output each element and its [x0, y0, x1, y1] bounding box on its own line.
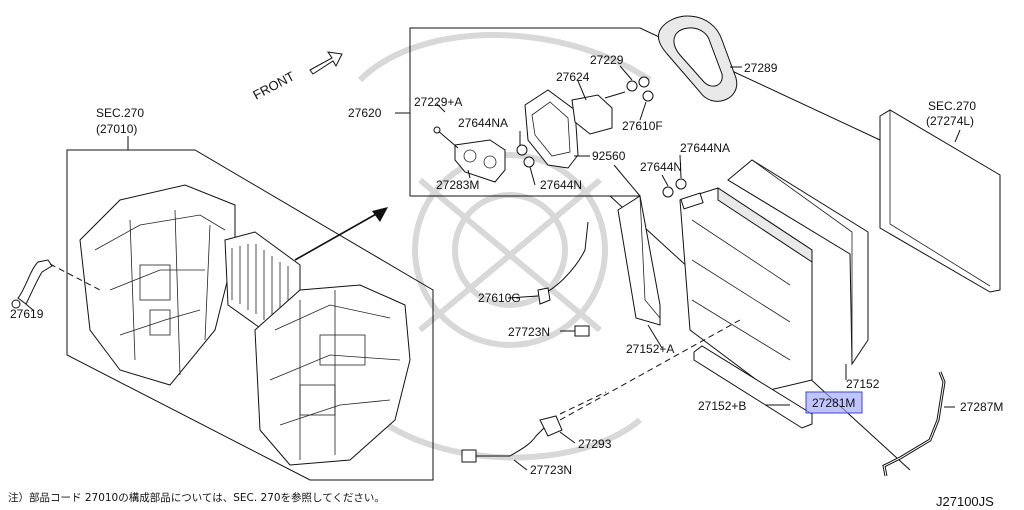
label-27229[interactable]: 27229 [590, 53, 624, 67]
label-27610f[interactable]: 27610F [622, 119, 663, 133]
label-sec270-27274l: SEC.270 [928, 99, 976, 113]
label-27723n-top[interactable]: 27723N [508, 325, 550, 339]
leader-lines [25, 65, 961, 471]
label-sec270-27010: SEC.270 [96, 106, 144, 120]
label-27644na-mid[interactable]: 27644NA [680, 141, 730, 155]
valve-block-27283m-part [433, 126, 506, 183]
label-27289[interactable]: 27289 [744, 61, 778, 75]
housing-outline-box [66, 149, 434, 481]
label-27283m[interactable]: 27283M [436, 178, 479, 192]
drain-hose-27287m-part [882, 371, 946, 477]
housing-front-half [79, 184, 236, 386]
label-27010: (27010) [96, 122, 137, 136]
front-label: FRONT [250, 68, 297, 102]
label-27229a[interactable]: 27229+A [414, 95, 462, 109]
sensor-harness-parts [461, 221, 741, 463]
highlight-27281m[interactable] [805, 391, 863, 414]
label-27723n-bottom[interactable]: 27723N [530, 463, 572, 477]
label-92560[interactable]: 92560 [592, 149, 626, 163]
evaporator-core-part [679, 187, 813, 391]
label-27619[interactable]: 27619 [10, 307, 44, 321]
watermark-emblem [357, 32, 652, 461]
label-27620[interactable]: 27620 [348, 106, 382, 120]
insulator-27152-part [727, 159, 869, 366]
cover-92560-part [524, 89, 579, 169]
front-direction-indicator: FRONT [250, 51, 343, 103]
label-27610g[interactable]: 27610G [478, 291, 521, 305]
heater-unit-group [11, 149, 434, 481]
diagram-code: J27100JS [936, 494, 994, 509]
hose-27619-part [11, 259, 101, 309]
label-27281m[interactable]: 27281M [812, 396, 855, 410]
insulator-27152a-part [617, 195, 661, 326]
seal-27289-part [657, 15, 738, 102]
insulator-27152b-part [693, 345, 813, 429]
label-27293[interactable]: 27293 [578, 437, 612, 451]
label-27152[interactable]: 27152 [846, 377, 880, 391]
part-labels: SEC.270 (27010) 27619 27620 27229+A 2764… [10, 53, 1003, 477]
label-27624[interactable]: 27624 [556, 70, 590, 84]
label-27274l: (27274L) [926, 114, 974, 128]
housing-rear-half [254, 284, 411, 466]
filter-27274l-part [879, 109, 1001, 293]
label-27152b[interactable]: 27152+B [698, 399, 746, 413]
label-27152a[interactable]: 27152+A [626, 342, 674, 356]
detail-arrow [294, 207, 388, 261]
label-27644na-top[interactable]: 27644NA [458, 116, 508, 130]
label-27287m[interactable]: 27287M [960, 400, 1003, 414]
footnote: 注）部品コード 27010の構成部品については、SEC. 270を参照してくださ… [8, 491, 385, 504]
label-27644n-top[interactable]: 27644N [540, 178, 582, 192]
expansion-valve-27624-part [571, 76, 654, 135]
label-27644n-mid[interactable]: 27644N [640, 160, 682, 174]
o-rings [516, 144, 687, 198]
